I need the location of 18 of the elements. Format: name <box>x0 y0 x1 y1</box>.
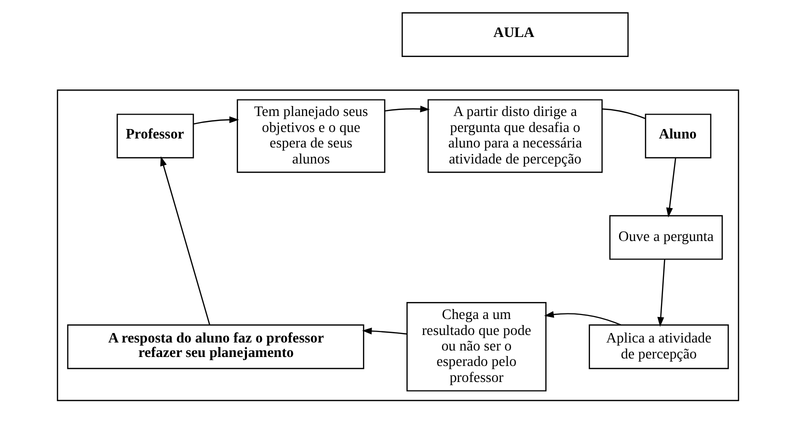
node-box: Chega a um resultado que pode ou não ser o esperado pelo professor <box>406 302 546 392</box>
node-box: AULA <box>401 12 628 57</box>
connector <box>602 108 645 119</box>
node-box: A resposta do aluno faz o professor refazer seu planejamento <box>66 324 364 370</box>
cluster <box>56 90 739 402</box>
arrow <box>666 158 676 218</box>
node-box: Aluno <box>644 114 711 158</box>
node-box: Aplica a atividade de percepção <box>588 324 728 370</box>
arrow <box>384 106 430 112</box>
node-box: A partir disto dirige a pergunta que desafia o aluno para a necessária atividade de percepção <box>427 99 602 173</box>
arrow <box>160 156 210 326</box>
arrow <box>544 311 621 326</box>
arrow <box>362 328 407 335</box>
node-box: Tem planejado seus objetivos e o que espera de seus alunos <box>236 99 385 173</box>
arrow <box>193 116 239 125</box>
node-box: Ouve a pergunta <box>608 215 722 260</box>
arrow <box>656 259 665 327</box>
node-box: Professor <box>116 114 194 158</box>
